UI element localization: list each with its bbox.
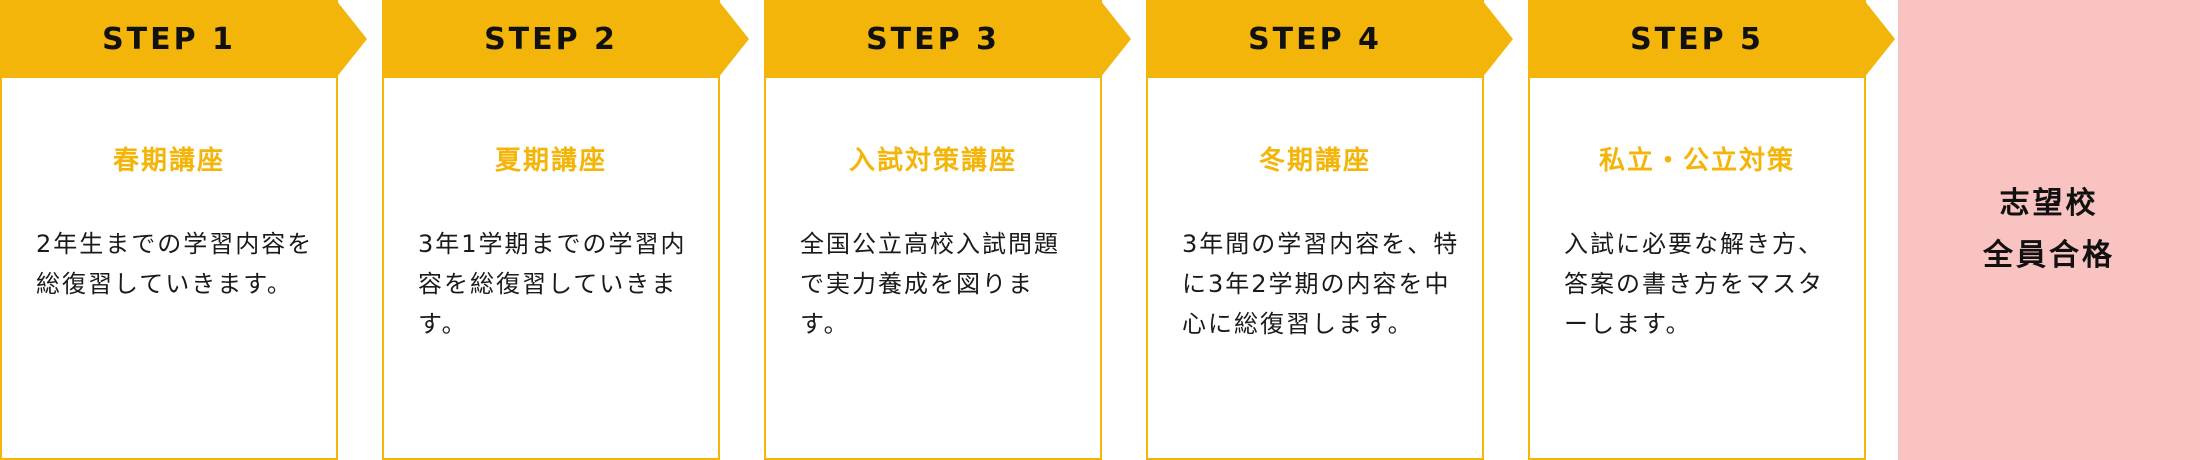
step-5: STEP 5 私立・公立対策 入試に必要な解き方、答案の書き方をマスターします。: [1528, 0, 1895, 460]
goal-line-1: 志望校: [1999, 186, 2099, 221]
step-banner: STEP 5: [1528, 0, 1896, 80]
step-label: STEP 4: [1248, 22, 1382, 57]
course-title: 入試対策講座: [848, 146, 1017, 176]
step-label: STEP 5: [1630, 22, 1764, 57]
course-title: 夏期講座: [494, 146, 607, 176]
goal-box: 志望校 全員合格: [1898, 0, 2200, 460]
arrow-banner-icon: [1146, 0, 1513, 78]
step-label: STEP 3: [866, 22, 1000, 57]
step-1: STEP 1 春期講座 2年生までの学習内容を総復習していきます。: [0, 0, 367, 460]
step-banner: STEP 4: [1146, 0, 1514, 80]
goal-line-2: 全員合格: [1983, 238, 2115, 273]
course-description: 3年間の学習内容を、特に3年2学期の内容を中心に総復習します。: [1182, 230, 1460, 338]
course-title: 私立・公立対策: [1598, 146, 1795, 176]
course-title: 春期講座: [112, 146, 225, 176]
course-description: 全国公立高校入試問題で実力養成を図ります。: [800, 230, 1060, 338]
step-banner: STEP 1: [0, 0, 368, 80]
step-banner: STEP 2: [382, 0, 750, 80]
arrow-banner-icon: [764, 0, 1131, 78]
course-description: 2年生までの学習内容を総復習していきます。: [36, 230, 314, 298]
step-4: STEP 4 冬期講座 3年間の学習内容を、特に3年2学期の内容を中心に総復習し…: [1146, 0, 1513, 460]
step-3: STEP 3 入試対策講座 全国公立高校入試問題で実力養成を図ります。: [764, 0, 1131, 460]
course-description: 入試に必要な解き方、答案の書き方をマスターします。: [1564, 230, 1824, 338]
course-description: 3年1学期までの学習内容を総復習していきます。: [418, 230, 687, 338]
step-banner: STEP 3: [764, 0, 1132, 80]
step-label: STEP 1: [102, 22, 236, 57]
course-title: 冬期講座: [1258, 146, 1371, 176]
arrow-banner-icon: [1528, 0, 1895, 78]
arrow-banner-icon: [0, 0, 367, 78]
step-2: STEP 2 夏期講座 3年1学期までの学習内容を総復習していきます。: [382, 0, 749, 460]
arrow-banner-icon: [382, 0, 749, 78]
step-label: STEP 2: [484, 22, 618, 57]
